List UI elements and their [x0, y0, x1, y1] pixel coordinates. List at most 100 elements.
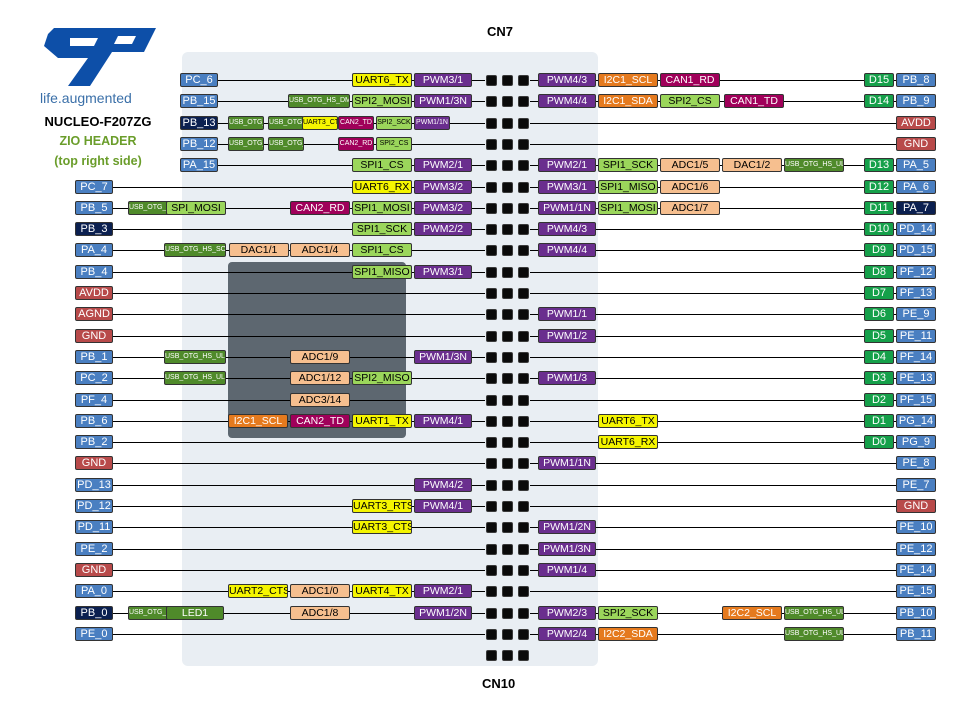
cn10-pin [518, 330, 529, 342]
cn10-pin [518, 564, 529, 576]
fn-i2c2-scl: I2C2_SCL [722, 605, 782, 620]
cn10-pin [518, 96, 529, 108]
fn-pwm1-3: PWM1/3 [538, 371, 596, 386]
arduino-d5: D5 [864, 328, 894, 343]
right-pin-line [530, 271, 896, 273]
fn-pwm1-4: PWM1/4 [538, 562, 596, 577]
cn7-pin [502, 628, 513, 640]
cn7-pin [502, 202, 513, 214]
cn10-pin [518, 245, 529, 257]
cn10-pin [518, 650, 529, 662]
cn7-pin [502, 564, 513, 576]
right-pin-line [530, 399, 896, 401]
pin-pg-9: PG_9 [896, 435, 936, 450]
pin-avdd: AVDD [896, 115, 936, 130]
fn-pwm2-3: PWM2/3 [538, 605, 596, 620]
right-pin-line [530, 356, 896, 358]
fn-pwm3-2: PWM3/2 [414, 179, 472, 194]
fn-spi1-miso: SPI1_MISO [352, 264, 412, 279]
fn-pwm4-1: PWM4/1 [414, 499, 472, 513]
cn7-pin [486, 181, 497, 193]
pin-pd-12: PD_12 [75, 499, 113, 513]
fn-uart4-tx: UART4_TX [352, 584, 412, 599]
pin-pb-9: PB_9 [896, 94, 936, 109]
left-pin-line [113, 506, 485, 507]
pin-pe-12: PE_12 [896, 541, 936, 556]
fn-pwm4-1: PWM4/1 [414, 413, 472, 428]
cn7-pin [502, 224, 513, 236]
pin-pe-15: PE_15 [896, 584, 936, 599]
arduino-d8: D8 [864, 264, 894, 279]
cn10-pin [518, 75, 529, 86]
cn7-pin [486, 501, 497, 512]
left-pin-line [113, 442, 485, 444]
cn7-pin [486, 138, 497, 150]
left-pin-line [218, 101, 485, 103]
pin-pb-3: PB_3 [75, 222, 113, 237]
fn-spi-mosi: SPI_MOSI [166, 200, 226, 215]
pin-gnd: GND [75, 328, 113, 343]
fn-uart2-cts: UART2_CTS [228, 584, 288, 599]
right-pin-line [530, 420, 896, 422]
board-name: NUCLEO-F207ZG [44, 114, 152, 129]
cn7-pin [486, 266, 497, 278]
pin-pe-0: PE_0 [75, 626, 113, 641]
fn-usb-otg-hs-ulpi-d3: USB_OTG_HS_ULPI_D3 [784, 605, 844, 620]
left-pin-line [113, 548, 485, 550]
pin-gnd: GND [896, 136, 936, 151]
fn-pwm2-4: PWM2/4 [538, 626, 596, 641]
fn-uart3-cts: UART3_CTS [302, 115, 338, 130]
fn-usb-otg-hs-id: USB_OTG_HS_ID [268, 136, 304, 151]
fn-uart6-rx: UART6_RX [352, 179, 412, 194]
arduino-d1: D1 [864, 413, 894, 428]
fn-adc1-9: ADC1/9 [290, 349, 350, 364]
cn10-pin [518, 437, 529, 449]
fn-usb-otg-hs-sof: USB_OTG_HS_SOF [164, 243, 226, 258]
cn10-pin [518, 351, 529, 363]
cn7-pin [486, 117, 497, 129]
pin-pb-13: PB_13 [180, 115, 218, 130]
pin-pe-8: PE_8 [896, 456, 936, 471]
pin-pb-15: PB_15 [180, 94, 218, 109]
right-pin-line [530, 463, 896, 465]
cn7-pin [502, 373, 513, 385]
pin-pc-2: PC_2 [75, 371, 113, 386]
fn-usb-otg-hs-ulpi-d6: USB_OTG_HS_ULPI_D6 [268, 115, 304, 130]
fn-adc1-5: ADC1/5 [660, 158, 720, 173]
arduino-d12: D12 [864, 179, 894, 194]
fn-spi2-cs: SPI2_CS [376, 136, 412, 151]
fn-pwm4-3: PWM4/3 [538, 222, 596, 237]
left-pin-line [113, 484, 485, 486]
right-pin-line [530, 378, 896, 380]
right-pin-line [530, 250, 896, 252]
cn10-pin [518, 160, 529, 172]
pin-pa-7: PA_7 [896, 200, 936, 215]
fn-adc1-12: ADC1/12 [290, 371, 350, 386]
cn7-pin [502, 288, 513, 299]
fn-usb-otg-hs-vbus: USB_OTG_HS_VBUS [228, 115, 264, 130]
cn7-pin [486, 330, 497, 342]
pin-pe-9: PE_9 [896, 307, 936, 322]
pin-pa-5: PA_5 [896, 158, 936, 173]
right-pin-line [530, 143, 896, 145]
cn7-pin [486, 564, 497, 576]
fn-uart6-tx: UART6_TX [352, 73, 412, 87]
cn7-pin [502, 309, 513, 321]
arduino-d0: D0 [864, 435, 894, 450]
cn7-pin [486, 628, 497, 640]
pin-pc-6: PC_6 [180, 73, 218, 87]
fn-pwm4-2: PWM4/2 [414, 477, 472, 492]
cn7-pin [486, 75, 497, 86]
fn-dac1-1: DAC1/1 [229, 243, 289, 258]
left-pin-line [113, 314, 485, 316]
cn10-pin [518, 607, 529, 619]
pin-pb-0: PB_0 [75, 605, 113, 620]
fn-spi1-mosi: SPI1_MOSI [352, 200, 412, 215]
fn-pwm2-1: PWM2/1 [414, 584, 472, 599]
pin-pe-7: PE_7 [896, 477, 936, 492]
fn-spi2-sck: SPI2_SCK [376, 115, 412, 130]
cn7-pin [486, 394, 497, 406]
fn-can2-rd: CAN2_RD [290, 200, 350, 215]
arduino-d9: D9 [864, 243, 894, 258]
pin-gnd: GND [75, 562, 113, 577]
